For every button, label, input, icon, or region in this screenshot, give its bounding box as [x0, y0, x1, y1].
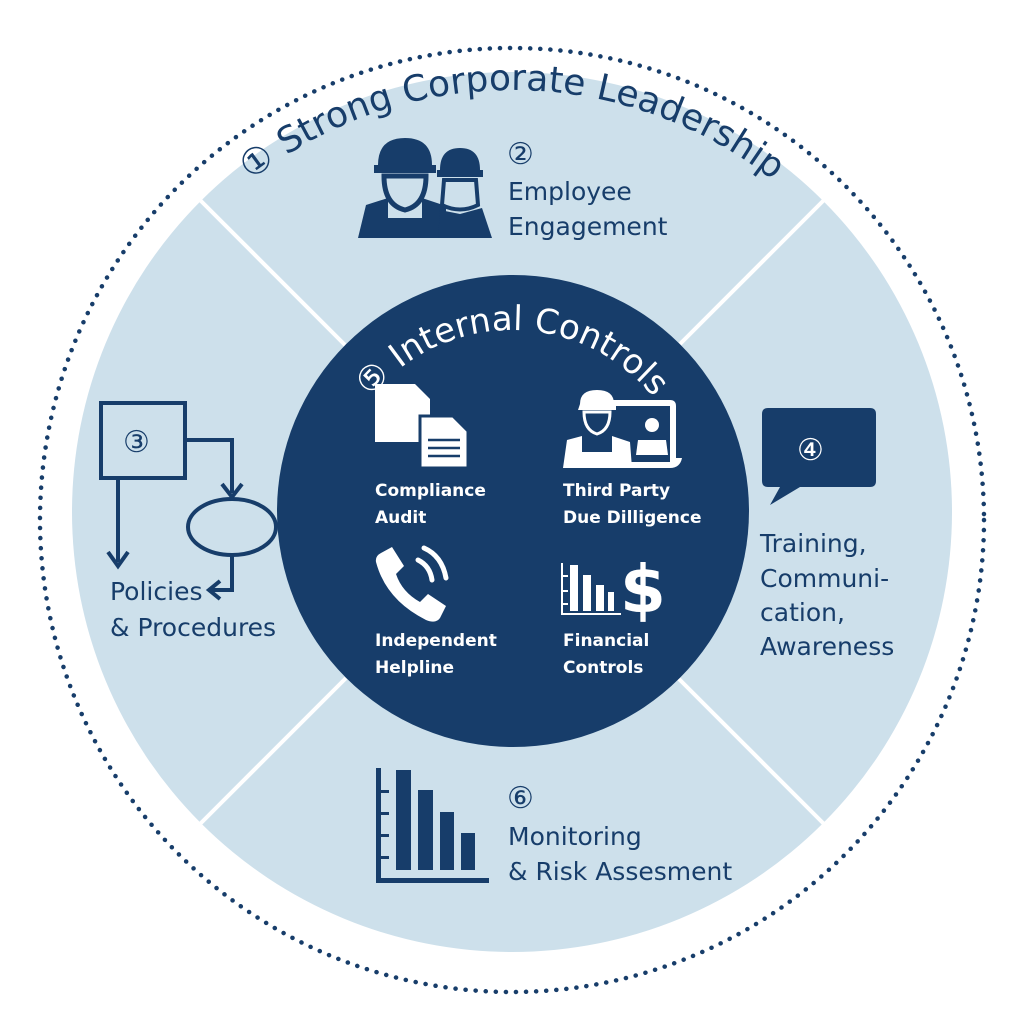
workers-icon	[358, 138, 492, 238]
employee-label-line2: Engagement	[508, 212, 668, 241]
chart-dollar-icon	[561, 563, 621, 615]
helpline-line2: Helpline	[375, 658, 454, 678]
segment-dividers	[198, 198, 826, 826]
financial-controls-line2: Controls	[563, 658, 643, 678]
training-label-line2: Communi-	[760, 564, 889, 593]
policies-label-line2: & Procedures	[110, 613, 276, 642]
monitoring-label-line1: Monitoring	[508, 822, 642, 851]
compliance-audit-line1: Compliance	[375, 481, 486, 501]
training-label-line1: Training,	[759, 529, 867, 558]
training-number: ④	[797, 433, 824, 468]
training-label-line4: Awareness	[760, 632, 894, 661]
speech-bubble-icon	[762, 408, 876, 505]
dollar-sign-icon: $	[620, 551, 666, 628]
monitoring-number: ⑥	[507, 781, 534, 816]
employee-number: ②	[507, 137, 534, 172]
employee-label-line1: Employee	[508, 177, 632, 206]
phone-icon	[375, 545, 449, 622]
training-label-line3: cation,	[760, 598, 845, 627]
policies-label-line1: Policies	[110, 577, 202, 606]
documents-icon	[375, 384, 470, 470]
third-party-line2: Due Dilligence	[563, 508, 702, 528]
third-party-line1: Third Party	[563, 481, 670, 501]
monitoring-label-line2: & Risk Assesment	[508, 857, 732, 886]
policies-number: ③	[123, 425, 150, 460]
compliance-audit-line2: Audit	[375, 508, 426, 528]
financial-controls-line1: Financial	[563, 631, 649, 651]
flowchart-icon	[99, 401, 278, 601]
helpline-line1: Independent	[375, 631, 497, 651]
outer-dotted-ring	[37, 45, 987, 995]
worker-video-call-icon	[563, 390, 682, 468]
bar-chart-icon	[376, 768, 489, 883]
